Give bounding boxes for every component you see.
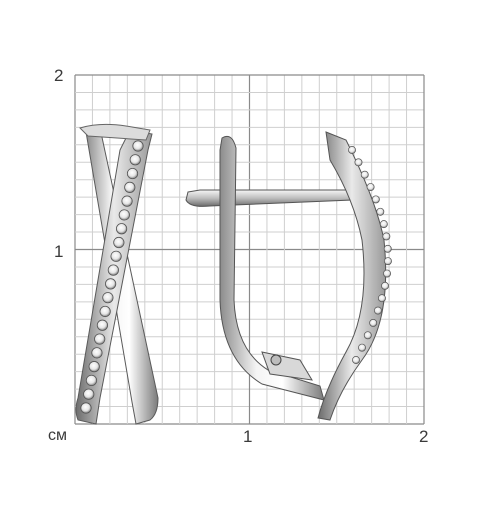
stone xyxy=(105,278,117,290)
stone xyxy=(88,361,100,373)
stone xyxy=(91,347,103,359)
y-tick-label-2: 2 xyxy=(54,66,64,85)
earring-front-view xyxy=(75,123,159,425)
stone xyxy=(113,236,125,249)
earring-side-view xyxy=(185,131,392,421)
stone xyxy=(366,183,375,192)
stone xyxy=(126,167,139,180)
stone xyxy=(382,232,391,241)
stone xyxy=(383,244,392,253)
stone xyxy=(374,306,382,315)
stone xyxy=(132,140,144,152)
ear-wire xyxy=(219,135,325,401)
stone xyxy=(80,402,92,414)
x-tick-label-1: 1 xyxy=(243,427,253,446)
stone xyxy=(363,331,372,340)
stone xyxy=(83,388,95,400)
unit-label: см xyxy=(48,427,67,444)
stone xyxy=(118,209,130,221)
stone xyxy=(383,269,392,278)
top-cap xyxy=(79,123,151,141)
stone xyxy=(354,158,363,167)
stone xyxy=(358,343,366,352)
stone xyxy=(369,318,378,327)
stone xyxy=(384,257,392,266)
stone xyxy=(376,207,385,216)
stone xyxy=(371,195,380,204)
stone-row-side xyxy=(348,146,392,364)
stone-row-front xyxy=(80,140,144,414)
hinge-pin xyxy=(270,354,282,366)
y-tick-label-1: 1 xyxy=(54,242,64,261)
stone xyxy=(124,181,136,193)
stone xyxy=(381,281,389,290)
stone xyxy=(94,333,106,345)
stone xyxy=(96,319,109,331)
stone xyxy=(107,264,119,276)
stone xyxy=(129,154,141,166)
stone xyxy=(352,356,360,364)
stone xyxy=(115,223,128,235)
stone xyxy=(379,220,388,229)
stone xyxy=(378,294,386,303)
stone xyxy=(102,292,114,304)
stone xyxy=(99,305,111,318)
side-band xyxy=(317,131,387,421)
stone xyxy=(348,146,356,154)
stone xyxy=(110,250,122,262)
stone xyxy=(85,374,98,387)
hook-bar xyxy=(185,189,353,207)
stone xyxy=(121,195,133,207)
x-tick-label-2: 2 xyxy=(419,427,429,446)
stone xyxy=(360,170,369,179)
